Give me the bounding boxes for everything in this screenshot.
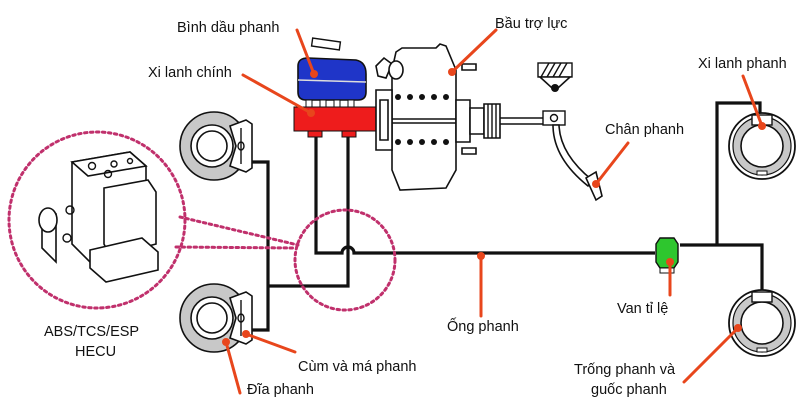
leader-caliper: [244, 332, 297, 354]
abs-callout-circle: [7, 130, 187, 310]
abs-hecu-unit: [38, 151, 159, 283]
pipe-rear-upper: [715, 101, 762, 245]
label-master-cylinder: Xi lanh chính: [148, 65, 232, 81]
label-drum-line2: guốc phanh: [591, 382, 667, 398]
label-reservoir: Bình dầu phanh: [177, 20, 279, 36]
front-disc-lower: [179, 283, 253, 353]
front-disc-upper: [179, 111, 253, 181]
reservoir: [297, 57, 367, 101]
leader-lines: [222, 28, 766, 395]
leader-master-cylinder: [241, 73, 313, 115]
leader-wheel-cylinder: [741, 74, 764, 128]
rear-drum-lower: [728, 289, 796, 357]
brake-booster: [375, 43, 501, 191]
label-pedal: Chân phanh: [605, 122, 684, 138]
leader-reservoir: [295, 28, 316, 76]
brake-pipes: [250, 101, 764, 332]
label-caliper-pads: Cùm và má phanh: [298, 359, 416, 375]
abs-callout-line-bottom: [174, 245, 297, 250]
leader-disc: [224, 340, 242, 395]
leader-pedal: [594, 141, 630, 186]
label-brake-pipe: Ống phanh: [447, 317, 519, 335]
label-abs-line2: HECU: [75, 344, 116, 360]
label-wheel-cylinder: Xi lanh phanh: [698, 56, 787, 72]
abs-callout-line-top: [178, 215, 300, 247]
label-abs-line1: ABS/TCS/ESP: [44, 324, 139, 340]
proportioning-valve: [655, 237, 679, 274]
pipe-front-circuit: [268, 135, 350, 288]
abs-junction-circle: [293, 208, 397, 312]
labels: Bình dầu phanh Xi lanh chính Bầu trợ lực…: [44, 16, 787, 398]
label-booster: Bầu trợ lực: [495, 16, 567, 32]
brake-pedal: [500, 62, 603, 202]
master-cylinder-assembly: [293, 37, 379, 138]
wheel-cylinder-icon: [751, 291, 773, 303]
pipe-front-bus: [250, 160, 270, 332]
pipe-rear-circuit: [314, 135, 655, 255]
label-drum-line1: Trống phanh và: [574, 362, 676, 378]
label-valve: Van tỉ lệ: [617, 301, 668, 317]
abs-callout: [7, 130, 397, 312]
pipe-rear-right: [680, 243, 764, 292]
label-disc: Đĩa phanh: [247, 382, 314, 398]
leader-booster: [450, 28, 498, 74]
leader-drum: [682, 326, 740, 384]
